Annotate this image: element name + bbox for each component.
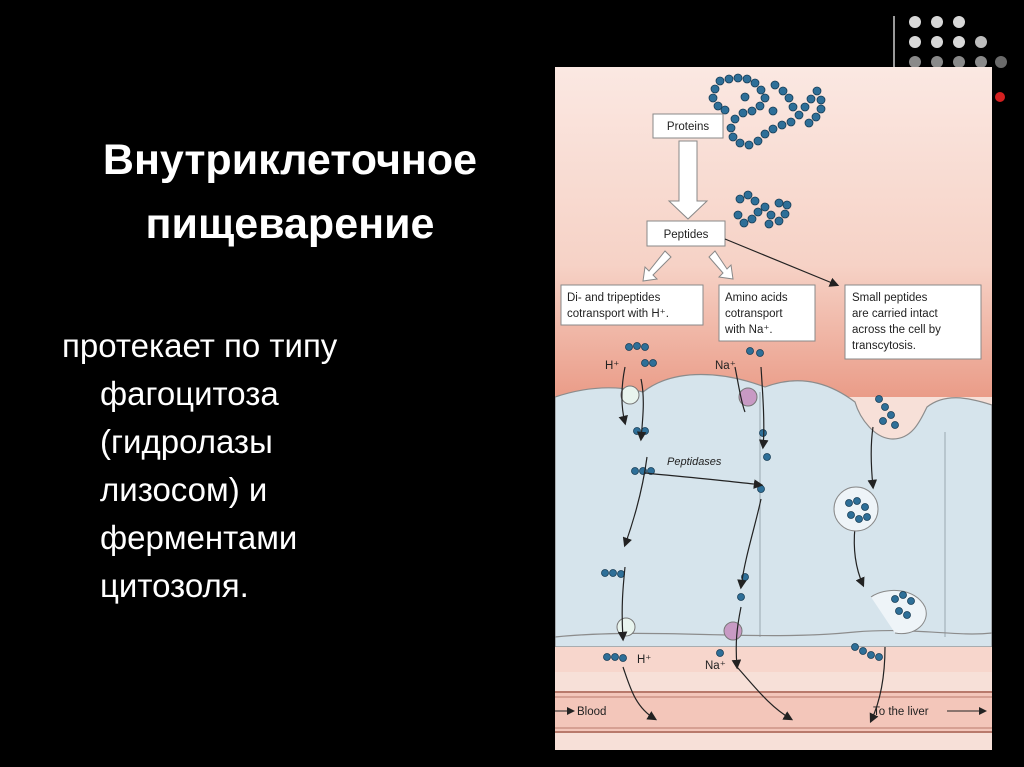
amino-acid-transport-text: with Na⁺. — [724, 324, 773, 336]
vesicle-cargo — [845, 497, 871, 523]
basal-space — [555, 647, 992, 672]
transcytosis-text: across the cell by — [852, 324, 941, 336]
transcytosis-box — [844, 284, 982, 360]
branch-arrow-left — [642, 250, 672, 282]
decor-dot — [909, 36, 921, 48]
decor-divider-line — [893, 16, 895, 68]
transcytosis-text: transcytosis. — [852, 340, 916, 352]
decor-dot-grid — [909, 14, 1021, 114]
amino-acid-transport-box — [718, 284, 816, 342]
epithelial-cell-layer — [555, 373, 992, 648]
dipeptide-transport-text: cotransport with H⁺. — [567, 308, 669, 320]
decor-dot — [931, 56, 943, 68]
peptidases-label: Peptidases — [667, 456, 722, 468]
decor-dot — [975, 36, 987, 48]
digestion-arrow — [667, 140, 709, 220]
body-line: протекает по типу — [62, 327, 338, 364]
digestion-diagram: Proteins Peptides Di- and tripeptides co… — [555, 67, 992, 750]
h-ion-basal: H⁺ — [637, 654, 651, 666]
na-cotransporter-apical — [738, 387, 758, 407]
amino-acid-transport-text: Amino acids — [725, 292, 788, 304]
body-line: цитозоля. — [100, 567, 249, 604]
transcytotic-vesicle — [833, 486, 879, 532]
h-cotransporter-apical — [620, 385, 640, 405]
exocytic-cargo — [851, 591, 915, 661]
transcytosis-arrow — [724, 238, 840, 287]
pathway-arrows — [617, 366, 886, 724]
peptides-label: Peptides — [664, 229, 709, 241]
h-cotransporter-basal — [616, 617, 636, 637]
decor-dot — [909, 56, 921, 68]
blood-label: Blood — [577, 706, 606, 718]
body-line: ферментами — [100, 519, 298, 556]
slide-title: Внутриклеточное пищеварение — [30, 128, 550, 256]
na-ion-apical: Na⁺ — [715, 360, 736, 372]
title-line: Внутриклеточное — [102, 136, 478, 184]
na-ion-basal: Na⁺ — [705, 660, 726, 672]
dipeptide-transport-text: Di- and tripeptides — [567, 292, 661, 304]
decor-dot — [975, 56, 987, 68]
decor-dot — [931, 36, 943, 48]
transcytosis-text: Small peptides — [852, 292, 928, 304]
na-cotransporter-basal — [723, 621, 743, 641]
branch-arrow-middle — [708, 250, 734, 280]
liver-label: To the liver — [873, 706, 929, 718]
decor-dot — [953, 16, 965, 28]
peptide-fragments — [733, 190, 792, 229]
proteins-label: Proteins — [667, 121, 709, 133]
body-line: фагоцитоза — [100, 375, 279, 412]
decor-dot — [909, 16, 921, 28]
decor-dot-red — [995, 92, 1005, 102]
blood-vessel — [555, 692, 992, 732]
decor-dot — [995, 56, 1007, 68]
body-line: (гидролазы — [100, 423, 273, 460]
decor-dot — [931, 16, 943, 28]
decor-dot — [953, 36, 965, 48]
decor-dot — [953, 56, 965, 68]
h-ion-apical: H⁺ — [605, 360, 619, 372]
endocytic-cargo — [875, 395, 899, 429]
transcytosis-text: are carried intact — [852, 308, 938, 320]
title-line: пищеварение — [145, 200, 435, 248]
amino-acid-transport-text: cotransport — [725, 308, 783, 320]
peptides-box — [646, 220, 726, 247]
dipeptide-transport-box — [560, 284, 704, 326]
slide-body: протекает по типу фагоцитоза (гидролазы … — [62, 322, 502, 610]
protein-chain — [708, 73, 826, 150]
diagram-svg: Proteins Peptides Di- and tripeptides co… — [555, 67, 992, 750]
body-line: лизосом) и — [100, 471, 268, 508]
proteins-box — [652, 113, 724, 139]
